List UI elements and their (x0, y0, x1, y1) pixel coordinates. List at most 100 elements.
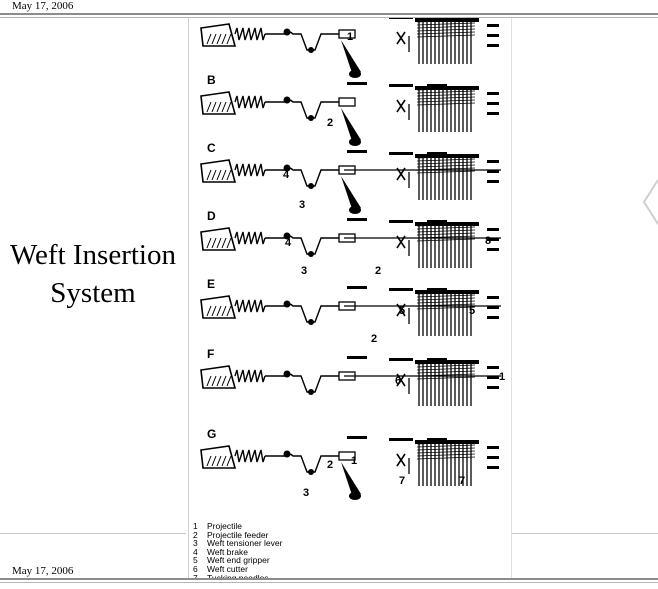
package-hatch (221, 375, 227, 387)
woven-cloth (416, 235, 476, 239)
package-hatch (221, 33, 227, 45)
shed-crossing (396, 31, 406, 45)
package-hatch (216, 169, 222, 181)
panel-label: B (207, 73, 216, 87)
yarn-coil (234, 299, 266, 313)
warp-threads (418, 18, 472, 64)
legend-text: Projectile feeder (207, 529, 269, 540)
guide-bar (389, 152, 413, 155)
package-hatch (216, 33, 222, 45)
woven-cloth (416, 373, 476, 377)
warp-threads (418, 222, 472, 268)
tensioner-roller (308, 319, 314, 325)
shed-beam (415, 18, 479, 22)
woven-cloth (416, 297, 476, 301)
woven-cloth (416, 229, 476, 233)
weft-brake (283, 164, 291, 172)
projectile-feeder (338, 451, 356, 461)
weft-yarn (265, 99, 344, 119)
receiver-bar (487, 44, 499, 47)
footer-rule (0, 578, 658, 580)
yarn-package (200, 445, 237, 469)
yarn-coil (234, 231, 266, 245)
receiver-bar (487, 466, 499, 469)
guide-bar (347, 286, 367, 289)
yarn-coil (234, 449, 266, 463)
shed-beam (415, 290, 479, 294)
woven-cloth (416, 450, 476, 454)
woven-cloth (416, 294, 476, 298)
receiver-bar (487, 92, 499, 95)
receiver-bar (487, 180, 499, 183)
shed-beam (415, 440, 479, 444)
panel-label: D (207, 209, 216, 223)
package-hatch (216, 101, 222, 113)
tensioner-roller (308, 115, 314, 121)
package-hatch (211, 101, 217, 113)
woven-cloth (416, 96, 476, 100)
callout-number: 3 (299, 199, 305, 211)
footer-date: May 17, 2006 (12, 565, 74, 577)
legend-text: Projectile (207, 521, 242, 531)
receiver-bar (487, 238, 499, 241)
package-hatch (226, 305, 232, 317)
yarn-coil (234, 163, 266, 177)
receiver-bar (487, 102, 499, 105)
legend-number: 1 (193, 521, 198, 531)
receiver-bar (487, 376, 499, 379)
weft-yarn (265, 373, 344, 393)
next-slide-arrow-icon[interactable] (640, 178, 658, 226)
package-hatch (221, 455, 227, 467)
shed-crossing (396, 235, 406, 249)
woven-cloth (416, 34, 476, 38)
callout-number: 3 (301, 265, 307, 277)
receiver-bar (487, 446, 499, 449)
woven-cloth (416, 99, 476, 103)
warp-threads (418, 154, 472, 200)
projectile-feeder (338, 29, 356, 39)
callout-number: 1 (351, 455, 357, 467)
shed-crossing (396, 99, 406, 113)
package-hatch (226, 169, 232, 181)
callout-number: 2 (371, 333, 377, 345)
woven-cloth (416, 158, 476, 162)
guide-bar (427, 152, 447, 155)
weft-brake (283, 450, 291, 458)
guide-bar (427, 358, 447, 361)
weft-brake (283, 28, 291, 36)
yarn-coil (234, 369, 266, 383)
weft-brake (283, 232, 291, 240)
picking-lever (341, 40, 361, 76)
legend-number: 2 (193, 529, 198, 540)
woven-cloth (416, 90, 476, 94)
package-hatch (226, 33, 232, 45)
callout-number: 4 (283, 169, 290, 181)
receiver-bar (487, 386, 499, 389)
shed-beam (415, 154, 479, 158)
package-hatch (206, 101, 212, 113)
yarn-package (200, 23, 237, 47)
header-rule (0, 13, 658, 15)
yarn-coil (234, 95, 266, 109)
woven-cloth (416, 167, 476, 171)
receiver-bar (487, 24, 499, 27)
weft-yarn (265, 31, 344, 51)
legend-number: 6 (193, 563, 198, 574)
guide-bar (427, 438, 447, 441)
receiver-bar (487, 316, 499, 319)
legend-item: 1 Projectile (193, 522, 493, 531)
weft-brake (283, 96, 291, 104)
receiver-bar (487, 248, 499, 251)
woven-cloth (416, 102, 476, 106)
package-hatch (211, 375, 217, 387)
panel-label: E (207, 277, 215, 291)
receiver-bar (487, 366, 499, 369)
package-hatch (216, 455, 222, 467)
woven-cloth (416, 232, 476, 236)
package-hatch (211, 237, 217, 249)
legend-text: Weft end gripper (207, 555, 270, 566)
